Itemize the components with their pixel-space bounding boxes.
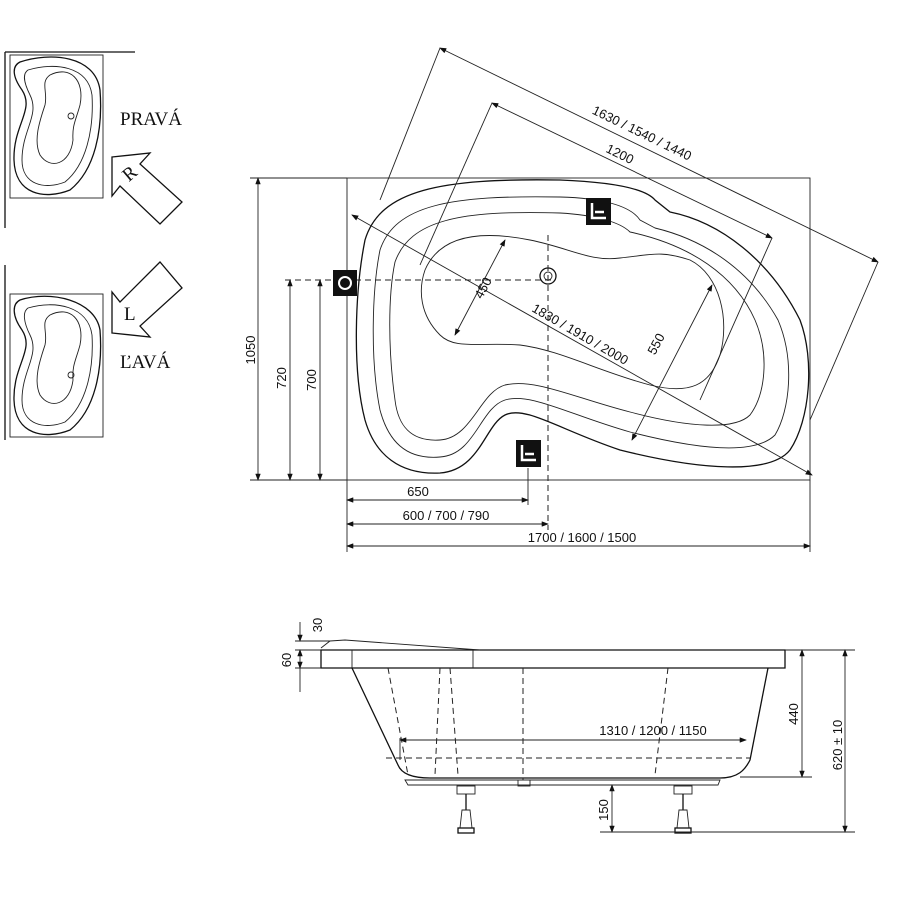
dim-height: 1050 [243, 336, 258, 365]
right-variant-label: PRAVÁ [120, 108, 182, 130]
dim-550: 550 [644, 331, 667, 357]
top-view [285, 177, 811, 530]
right-arrow-icon: R [111, 152, 183, 225]
support-leg [456, 785, 476, 834]
headrest-icon [516, 440, 541, 467]
dim-60: 60 [279, 653, 294, 667]
left-variant-thumbnail [4, 265, 104, 440]
dim-bottom-length: 1310 / 1200 / 1150 [599, 723, 706, 738]
side-view [320, 639, 786, 834]
dim-diag-inner: 1200 [604, 141, 637, 167]
left-arrow-letter: L [124, 304, 136, 325]
top-view-dimensions [250, 47, 879, 552]
dim-total-height: 620 ± 10 [830, 720, 845, 771]
support-leg [673, 785, 693, 834]
dim-30: 30 [310, 618, 325, 632]
dim-700: 700 [304, 369, 319, 391]
faucet-icon [333, 270, 357, 296]
right-arrow-letter: R [118, 162, 141, 186]
dim-diagonal: 1830 / 1910 / 2000 [530, 300, 631, 367]
dim-440: 440 [786, 703, 801, 725]
right-variant-thumbnail [4, 51, 135, 228]
dim-150: 150 [596, 799, 611, 821]
dim-drain-offset: 600 / 700 / 790 [403, 508, 490, 523]
dim-length: 1700 / 1600 / 1500 [528, 530, 636, 545]
dim-720: 720 [274, 367, 289, 389]
left-arrow-icon: L [111, 261, 183, 338]
dim-650: 650 [407, 484, 429, 499]
headrest-icon [586, 198, 611, 225]
left-variant-label: ĽAVÁ [120, 351, 171, 373]
side-view-dimensions [295, 622, 855, 833]
